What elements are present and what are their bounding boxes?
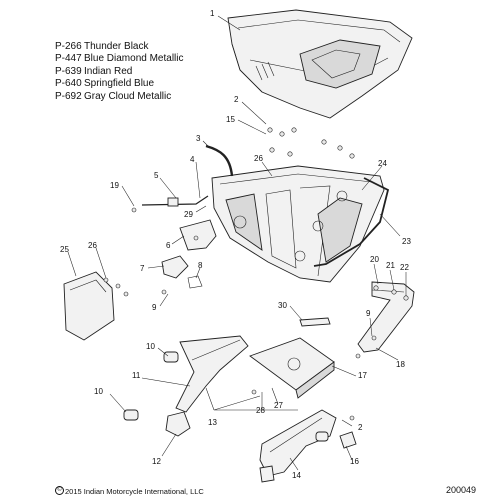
callout-number: 28 (256, 406, 265, 415)
latch-bracket (161, 219, 217, 289)
hardware-fasteners (103, 127, 377, 421)
callout-number: 21 (386, 261, 395, 270)
release-cable (205, 144, 234, 177)
callout-number: 12 (152, 457, 161, 466)
callout-number: 30 (278, 301, 287, 310)
callout-number: 16 (350, 457, 359, 466)
legend-code: P-639 (55, 65, 82, 77)
callout-number: 19 (110, 181, 119, 190)
callout-numbers: 1 2 15 3 4 26 24 19 5 29 6 25 26 7 8 9 2… (60, 9, 411, 480)
callout-number: 2 (358, 423, 363, 432)
callout-number: 24 (378, 159, 387, 168)
callout-number: 13 (208, 418, 217, 427)
callout-number: 22 (400, 263, 409, 272)
legend-code: P-266 (55, 41, 82, 52)
left-mount-bracket (175, 335, 249, 413)
copyright-icon: © (55, 486, 64, 495)
legend-color: Blue Diamond Metallic (84, 53, 184, 65)
legend-color: Gray Cloud Metallic (84, 90, 172, 102)
callout-number: 7 (140, 264, 145, 273)
callout-number: 5 (154, 171, 159, 180)
callout-number: 6 (166, 241, 171, 250)
callout-number: 25 (60, 245, 69, 254)
spacer (299, 317, 331, 327)
callout-number: 18 (396, 360, 405, 369)
callout-number: 27 (274, 401, 283, 410)
legend-color: Indian Red (84, 65, 133, 77)
copyright-text: 2015 Indian Motorcycle International, LL… (65, 487, 204, 496)
trunk-tub (211, 165, 385, 283)
callout-number: 3 (196, 134, 201, 143)
callout-number: 11 (132, 371, 141, 380)
drawing-number: 200049 (446, 485, 477, 495)
trunk-lid (227, 9, 413, 119)
leader-lines (67, 15, 407, 471)
latch-rod (141, 195, 209, 207)
callout-number: 9 (366, 309, 371, 318)
side-pad (63, 271, 115, 341)
mounting-plate (249, 337, 335, 399)
callout-number: 29 (184, 210, 193, 219)
lower-mount-bracket (259, 409, 337, 477)
callout-number: 23 (402, 237, 411, 246)
callout-number: 10 (146, 342, 155, 351)
legend-color: Springfield Blue (84, 78, 155, 90)
callout-number: 1 (210, 9, 215, 18)
bushing (123, 351, 329, 442)
callout-number: 10 (94, 387, 103, 396)
legend-code: P-692 (55, 90, 82, 102)
callout-number: 2 (234, 95, 239, 104)
legend-color: Thunder Black (84, 41, 149, 52)
callout-number: 8 (198, 261, 203, 270)
callout-number: 14 (292, 471, 301, 480)
callout-number: 26 (88, 241, 97, 250)
callout-number: 4 (190, 155, 195, 164)
callout-number: 26 (254, 154, 263, 163)
callout-number: 17 (358, 371, 367, 380)
legend-code: P-640 (55, 78, 82, 90)
callout-number: 9 (152, 303, 157, 312)
mount-clamp (165, 411, 357, 483)
legend-code: P-447 (55, 53, 82, 65)
callout-number: 20 (370, 255, 379, 264)
callout-number: 15 (226, 115, 235, 124)
trim-rail (313, 177, 390, 267)
